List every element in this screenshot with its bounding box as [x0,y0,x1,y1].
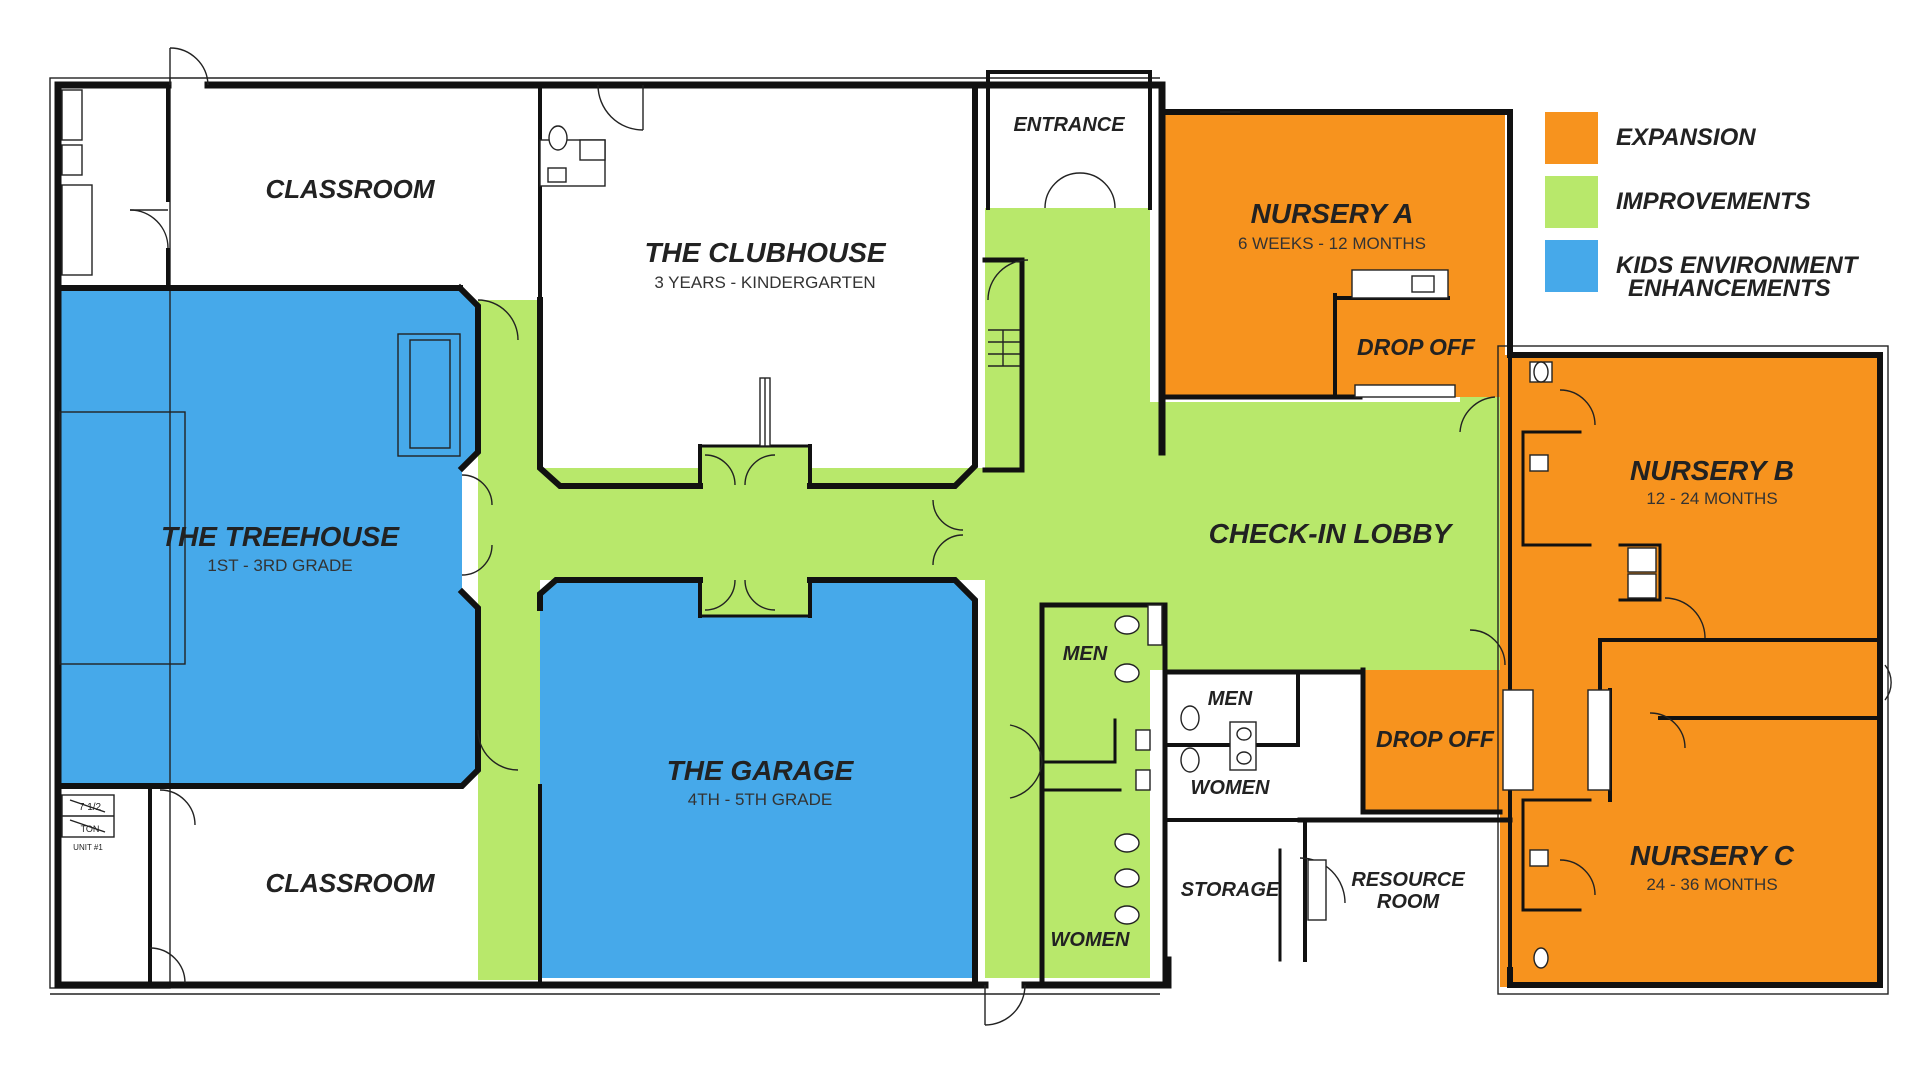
room-title-treehouse: THE TREEHOUSE [161,521,400,552]
room-title-storage: STORAGE [1181,879,1280,901]
room-title-resource-line1: RESOURCE [1351,869,1465,891]
room-subtitle-garage: 4TH - 5TH GRADE [688,790,833,809]
room-title-men-right: MEN [1208,688,1253,710]
room-title-clubhouse: THE CLUBHOUSE [644,237,886,268]
room-title-men-left: MEN [1063,643,1108,665]
unit-label-line3: UNIT #1 [73,843,103,852]
legend-swatch-expansion [1545,112,1598,164]
room-title-classroom-top: CLASSROOM [266,174,436,204]
unit-label-line2: TON [81,824,100,834]
room-title-checkin-lobby: CHECK-IN LOBBY [1209,518,1454,549]
room-title-resource-line2: ROOM [1377,891,1441,913]
room-title-dropoff-b: DROP OFF [1376,726,1495,752]
legend-label-improvements: IMPROVEMENTS [1616,188,1811,215]
room-title-nursery-c: NURSERY C [1630,840,1795,871]
room-subtitle-nursery-b: 12 - 24 MONTHS [1646,489,1777,508]
room-title-women-left: WOMEN [1051,929,1130,951]
room-title-garage: THE GARAGE [667,755,855,786]
room-subtitle-treehouse: 1ST - 3RD GRADE [207,556,352,575]
zones [58,112,1880,987]
room-subtitle-nursery-a: 6 WEEKS - 12 MONTHS [1238,234,1426,253]
stairs [988,329,1020,367]
unit-label-line1: 7 1/2 [79,802,102,813]
fixtures [49,89,1657,969]
legend-swatch-enhancements [1545,240,1598,292]
room-title-women-right: WOMEN [1191,777,1270,799]
zone-garage [540,582,975,978]
legend-label-enhancements-line1: KIDS ENVIRONMENT [1616,252,1860,279]
toilets-left [1114,604,1163,925]
room-title-nursery-b: NURSERY B [1630,455,1794,486]
walls [49,70,1889,995]
legend-swatch-improvements [1545,176,1598,228]
legend: EXPANSION IMPROVEMENTS KIDS ENVIRONMENT … [1545,112,1860,302]
room-title-dropoff-a: DROP OFF [1357,334,1476,360]
room-title-classroom-bottom: CLASSROOM [266,868,436,898]
door-swings [129,47,1892,1026]
room-subtitle-nursery-c: 24 - 36 MONTHS [1646,875,1777,894]
room-subtitle-clubhouse: 3 YEARS - KINDERGARTEN [654,273,875,292]
legend-label-enhancements-line2: ENHANCEMENTS [1628,275,1831,302]
room-title-entrance: ENTRANCE [1013,114,1125,136]
toilets-right [1180,705,1327,921]
room-title-nursery-a: NURSERY A [1251,198,1414,229]
room-labels: CLASSROOM CLASSROOM THE CLUBHOUSE 3 YEAR… [73,114,1795,951]
legend-label-expansion: EXPANSION [1616,124,1756,151]
